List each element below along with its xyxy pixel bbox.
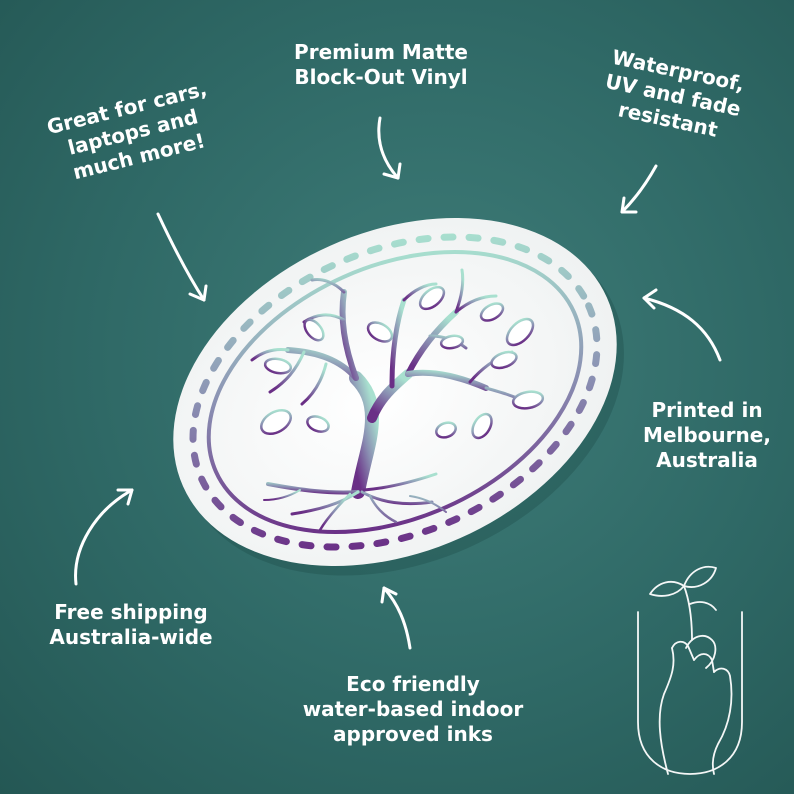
arrow-icon [74, 116, 722, 650]
hand-sprout-icon [637, 565, 743, 775]
callout-line: approved inks [333, 722, 493, 746]
callout-line: Australia-wide [49, 625, 213, 649]
callout-premium-vinyl: Premium Matte Block-Out Vinyl [268, 40, 494, 90]
solid-ring [206, 249, 584, 535]
tree-leaves [260, 285, 545, 440]
callout-line: Block-Out Vinyl [294, 65, 468, 89]
callout-printed-location: Printed in Melbourne, Australia [622, 398, 792, 473]
callout-line: Eco friendly [346, 672, 480, 696]
callout-line: Free shipping [54, 600, 208, 624]
callout-line: Printed in [651, 398, 763, 422]
callout-line: Melbourne, [643, 423, 771, 447]
tree-of-life-icon [250, 268, 528, 532]
callout-line: Australia [656, 448, 758, 472]
callout-eco-inks: Eco friendly water-based indoor approved… [268, 672, 558, 747]
callout-free-shipping: Free shipping Australia-wide [26, 600, 236, 650]
callout-line: Premium Matte [294, 40, 468, 64]
dashed-ring [189, 233, 601, 551]
callout-line: water-based indoor [302, 697, 524, 721]
